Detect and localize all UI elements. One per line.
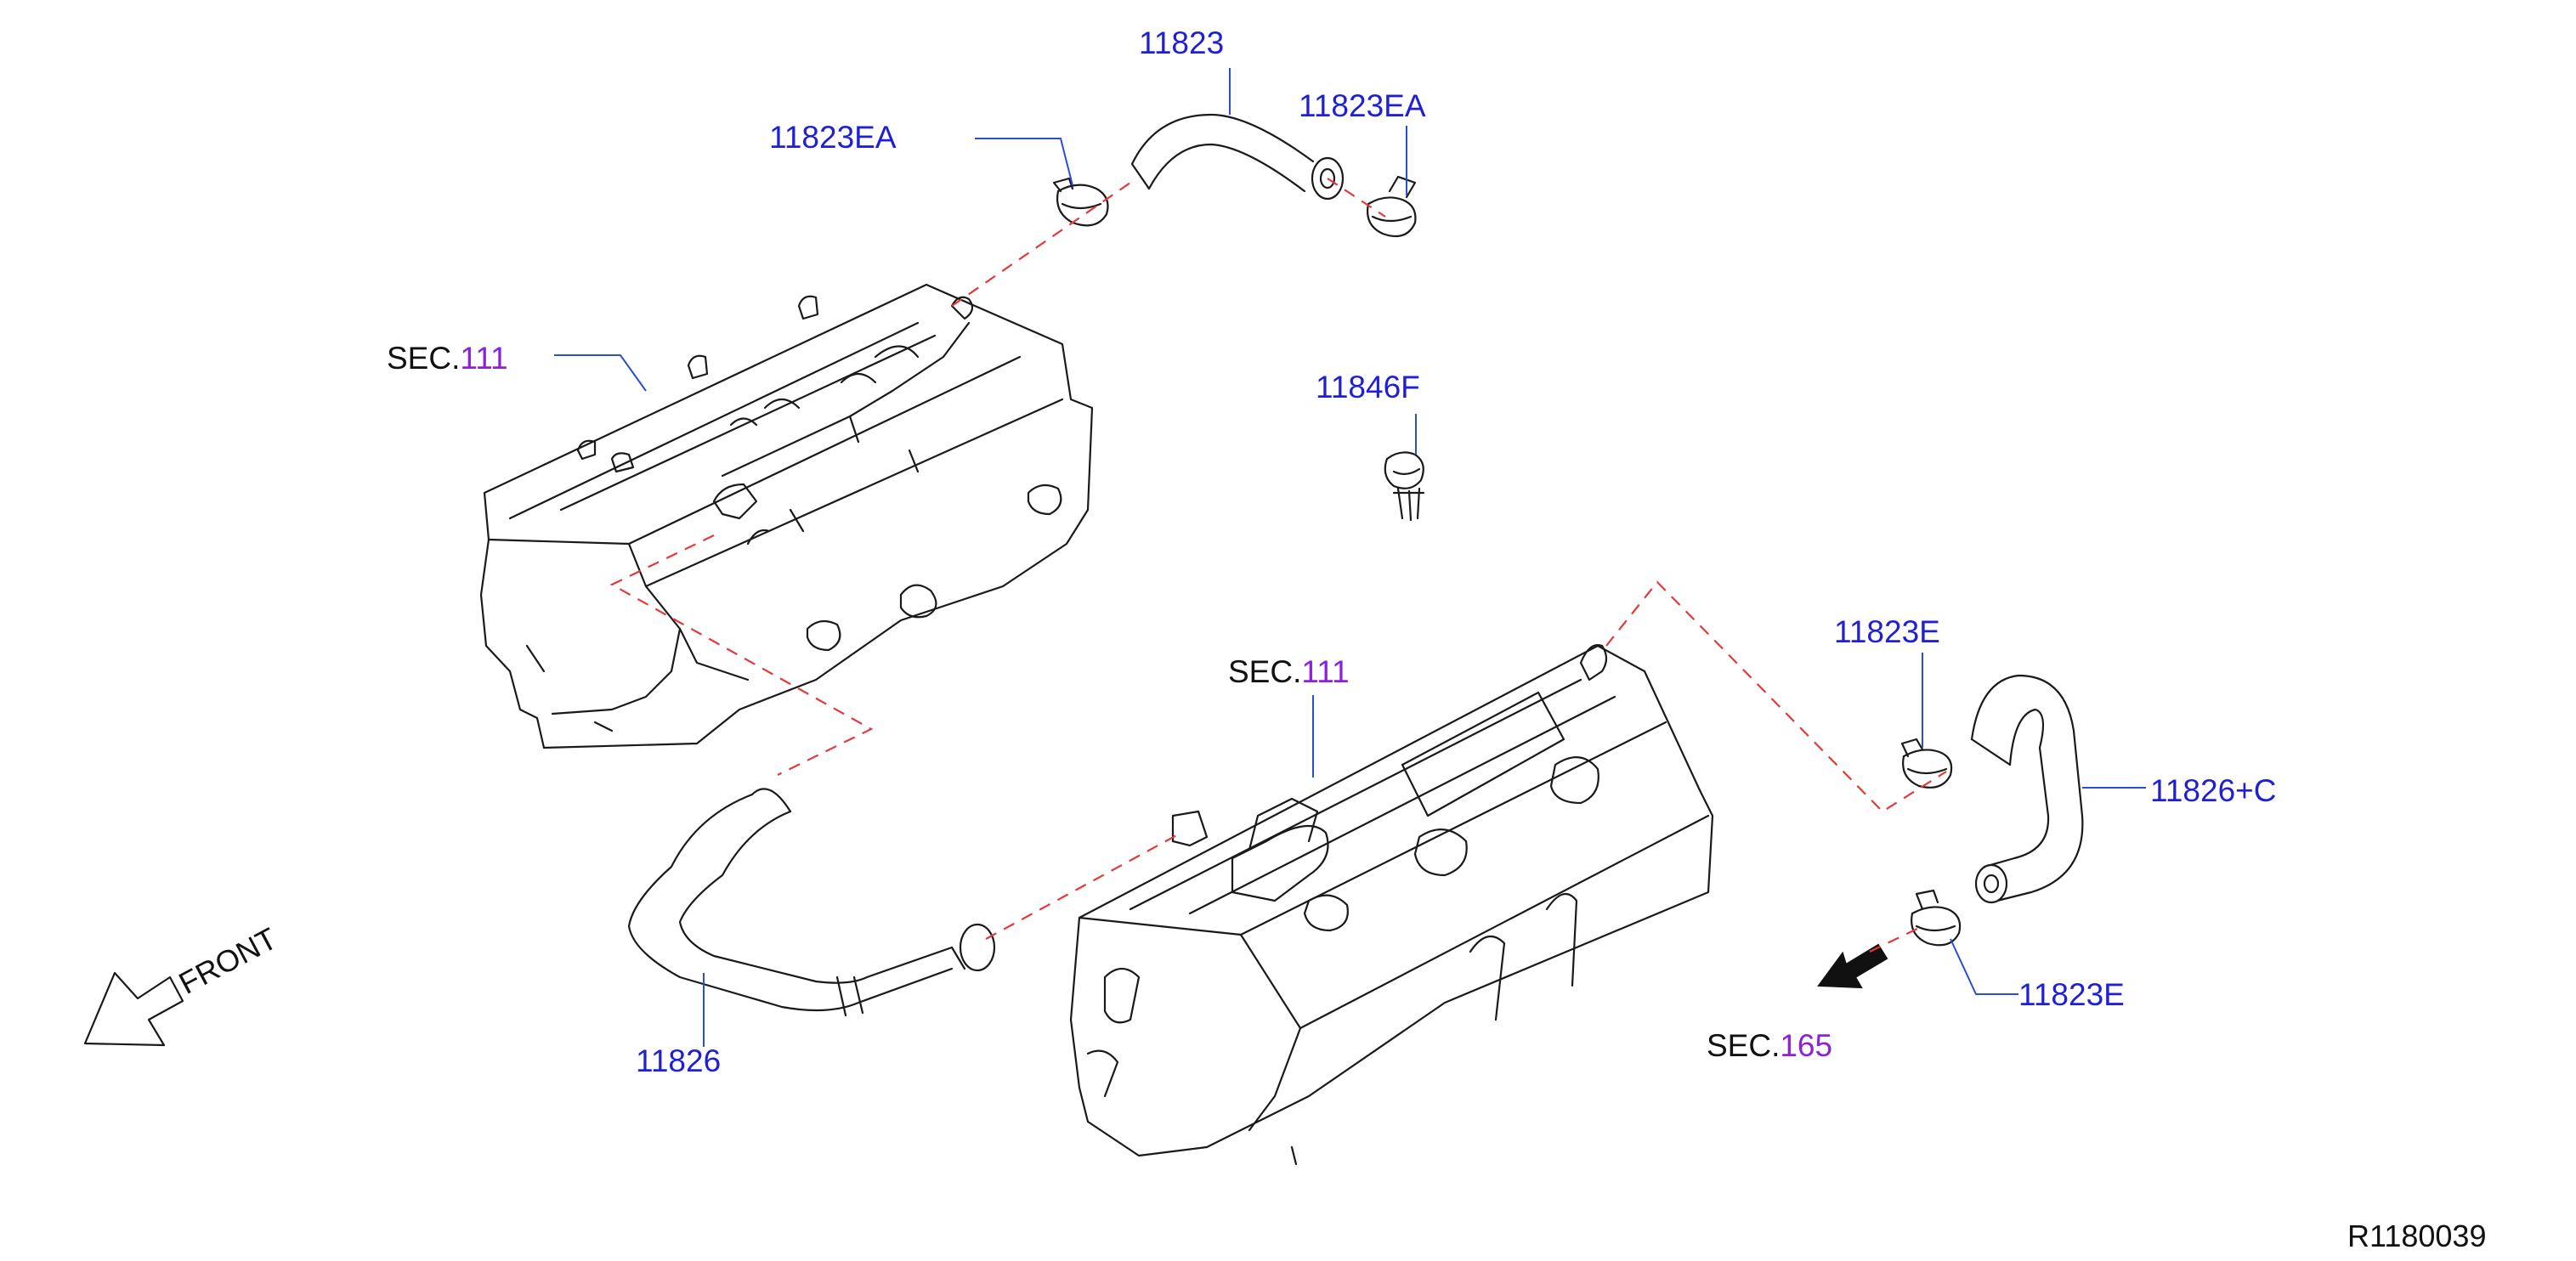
diagram-reference-code: R1180039 xyxy=(2347,1219,2487,1253)
left-cylinder-head xyxy=(479,283,1094,749)
section-number-bottom[interactable]: 165 xyxy=(1780,1028,1833,1063)
part-label-11846F[interactable]: 11846F xyxy=(1316,370,1420,404)
front-arrow-icon xyxy=(83,971,184,1047)
section-ref-right: SEC.111 xyxy=(1228,656,1350,687)
section-number-left[interactable]: 111 xyxy=(460,341,508,376)
clamp-11823E-upper xyxy=(1900,738,1953,789)
right-cylinder-head xyxy=(1069,644,1714,1166)
section-ref-bottom: SEC.165 xyxy=(1707,1030,1832,1061)
right-hose-11826C xyxy=(1970,674,2084,904)
part-label-11823E-upper[interactable]: 11823E xyxy=(1834,614,1940,649)
part-label-11826[interactable]: 11826 xyxy=(636,1043,722,1078)
section-prefix: SEC. xyxy=(1707,1028,1781,1063)
part-label-11826C[interactable]: 11826+C xyxy=(2150,773,2277,808)
section-prefix: SEC. xyxy=(1228,654,1302,689)
section-number-right[interactable]: 111 xyxy=(1301,654,1350,689)
clamp-11823E-lower xyxy=(1911,889,1962,947)
upper-hose-11823 xyxy=(1130,113,1345,201)
bottom-hose-11826 xyxy=(627,788,996,1017)
part-label-11823E-lower[interactable]: 11823E xyxy=(2018,977,2125,1012)
part-label-11823EA-right[interactable]: 11823EA xyxy=(1299,88,1426,123)
section-prefix: SEC. xyxy=(387,341,461,376)
leader-lines xyxy=(554,68,2146,1047)
part-label-11823EA-left[interactable]: 11823EA xyxy=(769,120,897,155)
connection-lines xyxy=(609,178,1947,953)
section-ref-left: SEC.111 xyxy=(387,342,508,374)
part-label-11823[interactable]: 11823 xyxy=(1139,25,1225,60)
clamp-11823EA-left xyxy=(1052,177,1109,227)
clamp-11823EA-right xyxy=(1367,175,1417,238)
direction-arrow-icon xyxy=(1817,943,1888,989)
clip-11846F xyxy=(1384,451,1425,522)
